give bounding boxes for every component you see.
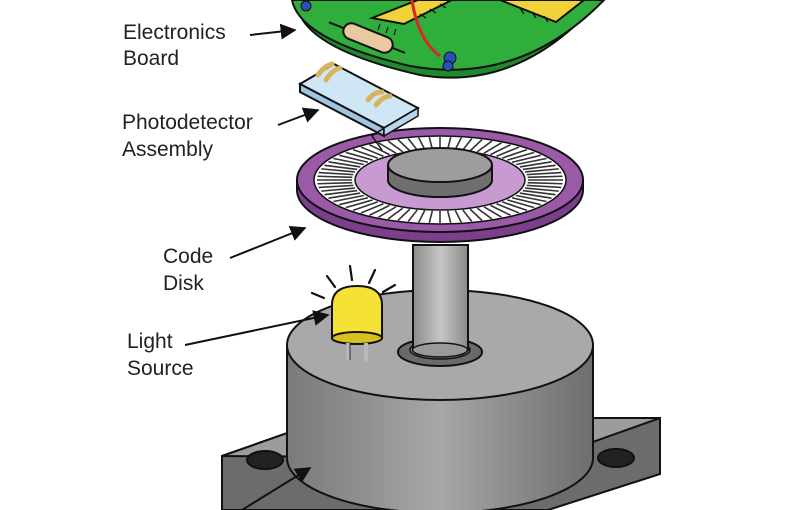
code-disk-slot (496, 203, 520, 214)
code-disk-slot (469, 208, 483, 221)
label-photodetector-line1: Photodetector (122, 111, 253, 134)
code-disk-slot (490, 144, 511, 156)
code-disk-slot (339, 197, 369, 206)
label-light-source-line2: Source (127, 357, 194, 380)
code-disk-slot (527, 181, 563, 185)
code-disk-slot (387, 207, 404, 220)
code-disk-slot (490, 204, 511, 216)
code-disk-slot (378, 206, 397, 218)
code-disk-slot (360, 146, 384, 157)
code-disk-slot (333, 157, 364, 166)
code-disk-slot (483, 142, 502, 154)
code-disk-slot (345, 199, 373, 209)
code-disk-slot (501, 148, 528, 159)
code-disk-slot (516, 157, 547, 166)
code-disk-slot (318, 184, 354, 189)
code-disk-slot (317, 181, 353, 185)
code-disk-slot (524, 187, 559, 192)
code-disk-slot (526, 171, 562, 176)
code-disk-slot (369, 144, 390, 156)
code-disk-slot (522, 189, 556, 196)
code-disk-slot (462, 209, 473, 223)
label-electronics-board-line2: Board (123, 47, 179, 70)
led-icon (310, 264, 397, 362)
electronics-board-icon (290, 0, 606, 79)
leader-code-disk (229, 225, 307, 259)
code-disk-slot (476, 140, 493, 153)
label-photodetector-line2: Assembly (122, 138, 214, 161)
leader-electronics-board (249, 23, 297, 40)
label-code-disk-line2: Disk (163, 272, 204, 295)
code-disk-slot (321, 168, 356, 173)
label-code-disk: Code Disk (163, 245, 213, 295)
code-disk-slot (526, 184, 562, 189)
code-disk-slot (378, 142, 397, 154)
shaft-icon (411, 244, 469, 358)
code-disk-slot (501, 201, 528, 212)
code-disk-slot (324, 164, 358, 171)
code-disk-slot (333, 194, 364, 203)
leader-light-source (184, 310, 330, 346)
code-disk-slot (524, 168, 559, 173)
code-disk-slot (428, 136, 434, 150)
label-electronics-board-line1: Electronics (123, 21, 226, 44)
code-disk-slot (511, 197, 541, 206)
code-disk-slot (507, 151, 535, 161)
code-disk-slot (527, 175, 563, 179)
code-disk-slot (462, 137, 473, 151)
code-disk-slot (407, 209, 418, 223)
code-disk-slot (397, 208, 411, 221)
label-code-disk-line1: Code (163, 245, 213, 268)
code-disk-slot (407, 137, 418, 151)
code-disk-slot (360, 203, 384, 214)
code-disk-slot (428, 210, 434, 224)
code-disk-slot (417, 210, 426, 223)
code-disk-slot (369, 204, 390, 216)
code-disk-slot (387, 140, 404, 153)
label-electronics-board: Electronics Board (123, 21, 226, 70)
code-disk-slot (519, 192, 552, 199)
code-disk-slot (345, 151, 373, 161)
code-disk-slot (397, 139, 411, 152)
photodetector-icon (297, 61, 421, 151)
label-light-source: Light Source (127, 330, 194, 380)
code-disk-slot (321, 187, 356, 192)
code-disk-slot (417, 137, 426, 150)
code-disk-slot (339, 154, 369, 163)
code-disk-slot (519, 161, 552, 168)
code-disk-slot (352, 148, 379, 159)
leader-lines (184, 23, 330, 510)
code-disk-icon (296, 127, 584, 243)
label-photodetector-assembly: Photodetector Assembly (122, 111, 253, 161)
code-disk-slot (328, 161, 361, 168)
code-disk-slot (446, 210, 452, 224)
code-disk-slot (496, 146, 520, 157)
leader-motor (241, 467, 312, 510)
code-disk-slot (352, 201, 379, 212)
code-disk-slot (454, 210, 463, 223)
code-disk-slot (328, 192, 361, 199)
code-disk-slot (446, 136, 452, 150)
code-disk-slot (522, 164, 556, 171)
code-disk-slot (507, 199, 535, 209)
code-disk-slot (317, 175, 353, 179)
code-disk-slot (454, 137, 463, 150)
code-disk-slot (469, 139, 483, 152)
leader-photodetector (277, 107, 320, 126)
code-disk-slot (483, 206, 502, 218)
label-light-source-line1: Light (127, 330, 173, 353)
code-disk-slot (318, 171, 354, 176)
code-disk-slot (476, 207, 493, 220)
code-disk-slot (516, 194, 547, 203)
code-disk-slot (511, 154, 541, 163)
code-disk-slot (324, 189, 358, 196)
